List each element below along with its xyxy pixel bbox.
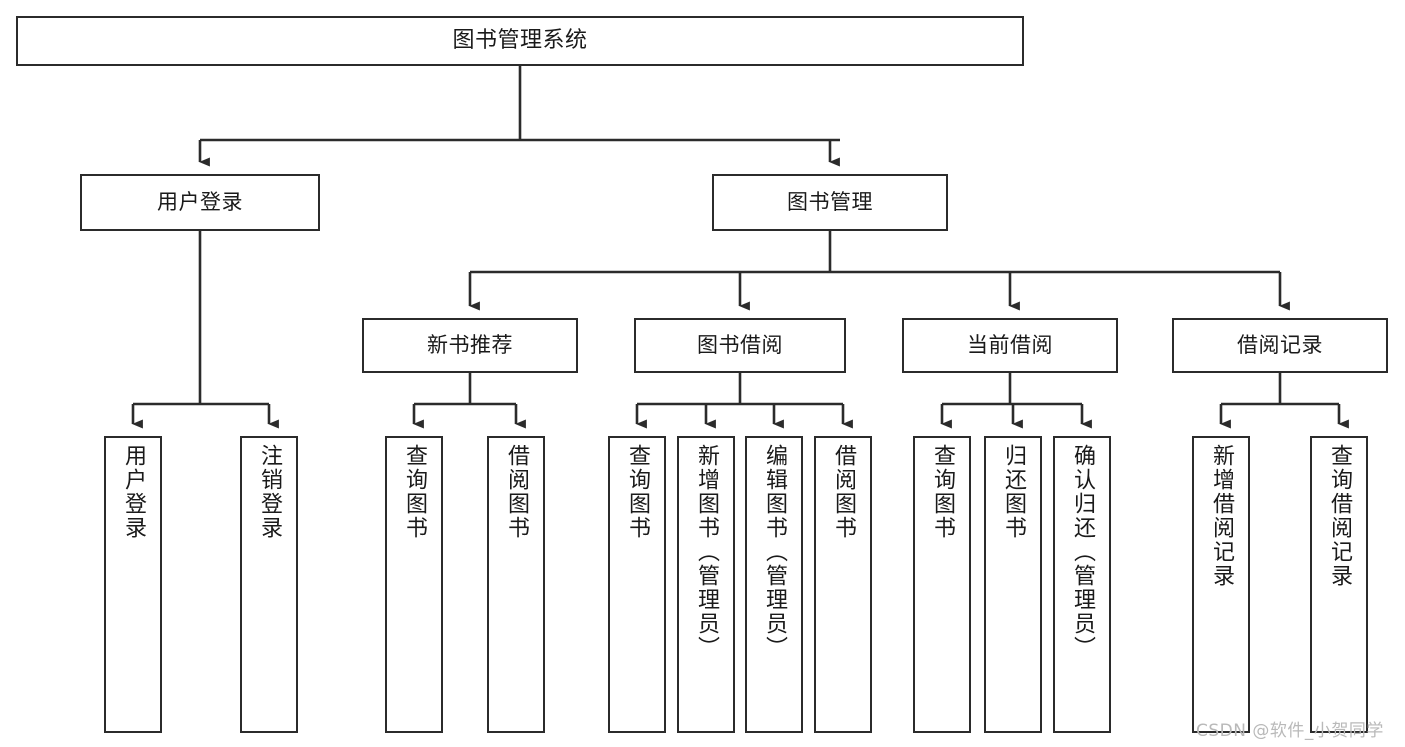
node-leaf-query-record[interactable]: 查询借阅记录 [1310,436,1368,733]
node-leaf-borrow-book-label: 借阅图书 [831,444,856,540]
node-leaf-add-record[interactable]: 新增借阅记录 [1192,436,1250,733]
node-new-book-rec-label: 新书推荐 [427,333,513,358]
node-leaf-query-book-cur-label: 查询图书 [930,444,955,540]
node-leaf-query-record-label: 查询借阅记录 [1327,444,1352,588]
node-leaf-user-login[interactable]: 用户登录 [104,436,162,733]
node-leaf-query-book-borrow[interactable]: 查询图书 [608,436,666,733]
node-leaf-query-book-rec[interactable]: 查询图书 [385,436,443,733]
node-leaf-query-book-rec-label: 查询图书 [402,444,427,540]
node-leaf-add-book-label: 新增图书（管理员） [694,444,719,660]
node-leaf-return-book-label: 归还图书 [1001,444,1026,540]
node-book-manage-label: 图书管理 [787,190,873,215]
node-book-borrow-label: 图书借阅 [697,333,783,358]
node-current-borrow-label: 当前借阅 [967,333,1053,358]
node-leaf-query-book-borrow-label: 查询图书 [625,444,650,540]
node-leaf-borrow-book[interactable]: 借阅图书 [814,436,872,733]
node-leaf-confirm-return[interactable]: 确认归还（管理员） [1053,436,1111,733]
watermark: CSDN @软件_小贺同学 [1196,721,1384,741]
node-current-borrow[interactable]: 当前借阅 [902,318,1118,373]
node-leaf-edit-book[interactable]: 编辑图书（管理员） [745,436,803,733]
node-leaf-add-book[interactable]: 新增图书（管理员） [677,436,735,733]
node-leaf-borrow-book-rec[interactable]: 借阅图书 [487,436,545,733]
node-leaf-add-record-label: 新增借阅记录 [1209,444,1234,588]
node-borrow-record-label: 借阅记录 [1237,333,1323,358]
node-leaf-user-login-label: 用户登录 [121,444,146,540]
node-leaf-edit-book-label: 编辑图书（管理员） [762,444,787,660]
node-user-login-label: 用户登录 [157,190,243,215]
node-book-borrow[interactable]: 图书借阅 [634,318,846,373]
node-new-book-rec[interactable]: 新书推荐 [362,318,578,373]
node-leaf-logout-label: 注销登录 [257,444,282,540]
node-user-login[interactable]: 用户登录 [80,174,320,231]
node-borrow-record[interactable]: 借阅记录 [1172,318,1388,373]
node-leaf-return-book[interactable]: 归还图书 [984,436,1042,733]
node-leaf-borrow-book-rec-label: 借阅图书 [504,444,529,540]
node-leaf-query-book-cur[interactable]: 查询图书 [913,436,971,733]
node-root-label: 图书管理系统 [452,28,588,54]
node-leaf-confirm-return-label: 确认归还（管理员） [1070,444,1095,660]
node-root[interactable]: 图书管理系统 [16,16,1024,66]
node-book-manage[interactable]: 图书管理 [712,174,948,231]
node-leaf-logout[interactable]: 注销登录 [240,436,298,733]
